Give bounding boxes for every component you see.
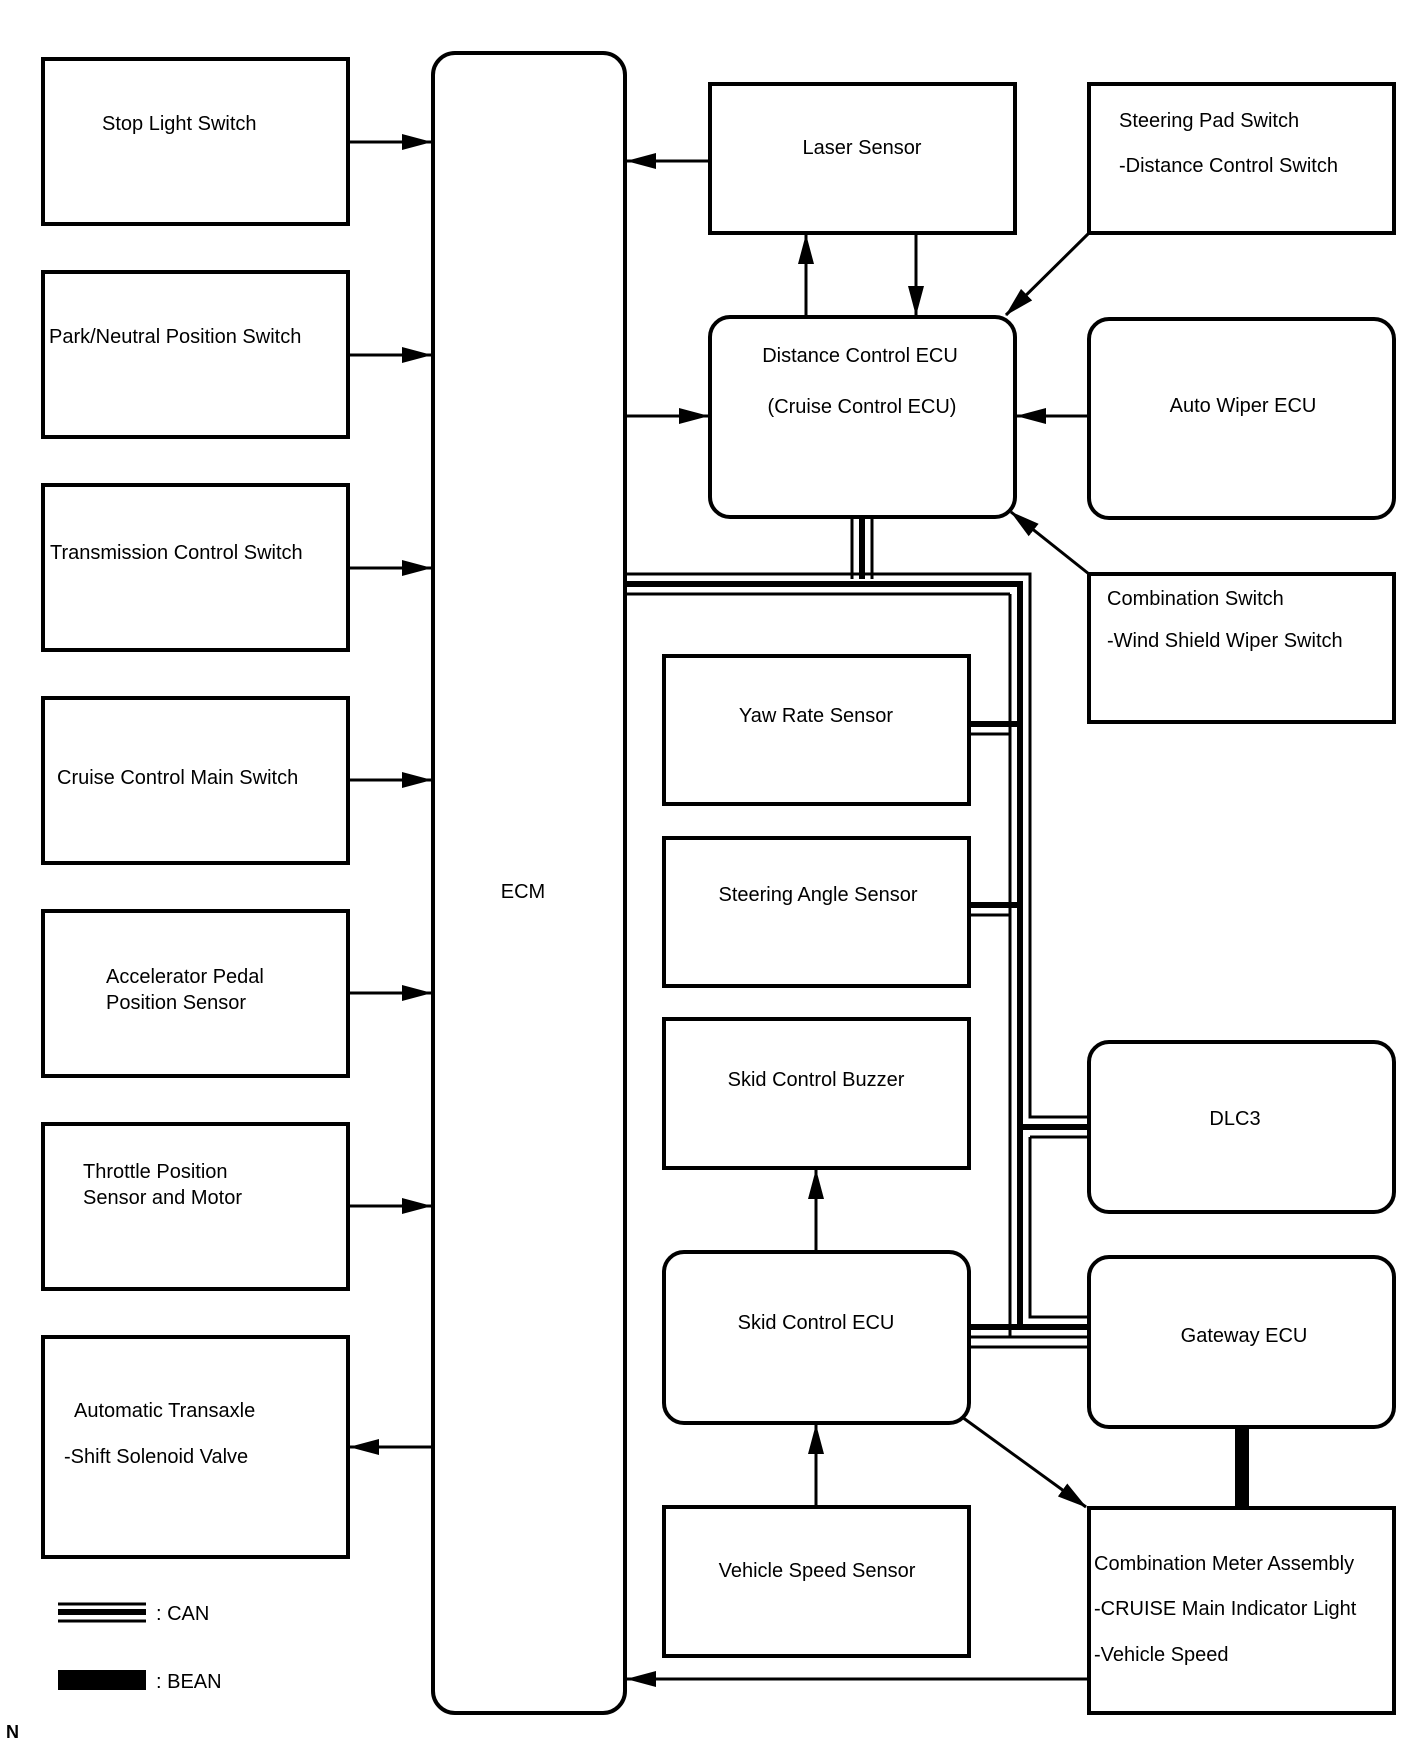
arrow-skid-to-meter xyxy=(961,1415,1087,1509)
label-throttle-1: Throttle Position xyxy=(83,1161,228,1183)
label-throttle-2: Sensor and Motor xyxy=(83,1187,242,1209)
label-park-neutral: Park/Neutral Position Switch xyxy=(49,326,302,348)
label-auto-wiper-ecu: Auto Wiper ECU xyxy=(1169,395,1317,417)
label-cruise-main-switch: Cruise Control Main Switch xyxy=(57,767,299,789)
box-skid-ecu xyxy=(662,1250,971,1425)
label-vehicle-speed: Vehicle Speed Sensor xyxy=(718,1560,916,1582)
can-bus xyxy=(625,517,1089,1349)
box-park-neutral xyxy=(41,270,350,439)
label-combination-switch-2: -Wind Shield Wiper Switch xyxy=(1107,630,1343,652)
box-auto-wiper-ecu xyxy=(1087,317,1396,520)
label-gateway-ecu: Gateway ECU xyxy=(1180,1325,1308,1347)
bean-line xyxy=(1235,1427,1249,1508)
label-combo-meter-2: -CRUISE Main Indicator Light xyxy=(1094,1598,1357,1620)
box-laser-sensor xyxy=(708,82,1017,235)
label-ecm: ECM xyxy=(500,881,546,903)
box-auto-transaxle xyxy=(41,1335,350,1559)
legend-can-symbol xyxy=(58,1602,146,1623)
legend-bean-symbol xyxy=(58,1670,146,1690)
label-skid-buzzer: Skid Control Buzzer xyxy=(727,1069,905,1091)
label-laser-sensor: Laser Sensor xyxy=(802,137,922,159)
box-steering-angle xyxy=(662,836,971,988)
label-dlc3: DLC3 xyxy=(1209,1108,1261,1130)
label-distance-ecu-1: Distance Control ECU xyxy=(762,345,958,367)
label-steering-pad-1: Steering Pad Switch xyxy=(1119,110,1300,132)
box-skid-buzzer xyxy=(662,1017,971,1170)
arrow-combswitch-to-distance xyxy=(1010,510,1090,576)
label-auto-transaxle-1: Automatic Transaxle xyxy=(74,1400,256,1422)
label-skid-ecu: Skid Control ECU xyxy=(737,1312,895,1334)
label-distance-ecu-2: (Cruise Control ECU) xyxy=(767,396,957,418)
box-stop-light-switch xyxy=(41,57,350,226)
label-combo-meter-1: Combination Meter Assembly xyxy=(1094,1553,1355,1575)
legend-can-label: : CAN xyxy=(156,1603,210,1625)
box-ecm xyxy=(431,51,627,1715)
label-stop-light-switch: Stop Light Switch xyxy=(102,113,257,135)
label-steering-pad-2: -Distance Control Switch xyxy=(1119,155,1338,177)
label-accel-pedal-2: Position Sensor xyxy=(106,992,247,1014)
label-combo-meter-3: -Vehicle Speed xyxy=(1094,1644,1229,1666)
label-accel-pedal-1: Accelerator Pedal xyxy=(106,966,264,988)
label-transmission-control: Transmission Control Switch xyxy=(50,542,303,564)
arrow-steeringpad-to-distance xyxy=(1004,231,1091,317)
box-yaw-rate xyxy=(662,654,971,806)
label-combination-switch-1: Combination Switch xyxy=(1107,588,1284,610)
label-auto-transaxle-2: -Shift Solenoid Valve xyxy=(64,1446,249,1468)
corner-mark: N xyxy=(6,1722,19,1742)
label-yaw-rate: Yaw Rate Sensor xyxy=(738,705,894,727)
box-transmission-control xyxy=(41,483,350,652)
label-steering-angle: Steering Angle Sensor xyxy=(718,884,918,906)
box-combination-switch xyxy=(1087,572,1396,724)
legend-bean-label: : BEAN xyxy=(156,1671,222,1693)
box-steering-pad xyxy=(1087,82,1396,235)
